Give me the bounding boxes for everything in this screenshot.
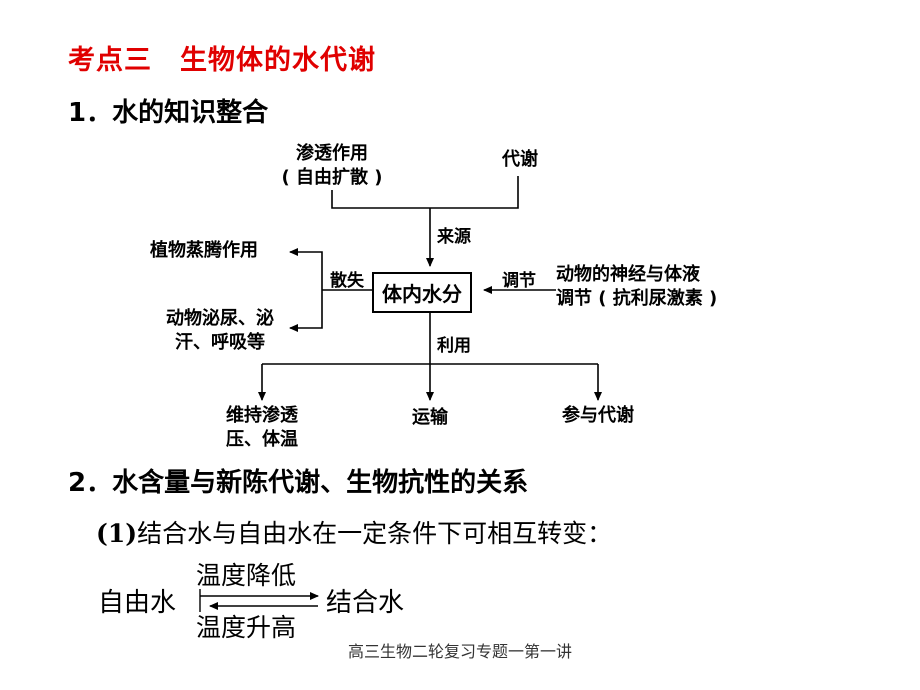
label-source: 来源 (437, 227, 471, 247)
node-osmosis-line1: 渗透作用 (296, 143, 368, 164)
node-osmosis-line2: ( 自由扩散 ) (281, 167, 383, 188)
node-maintain-osmotic-line1: 维持渗透 (226, 405, 298, 426)
node-regulation: 动物的神经与体液 调节 ( 抗利尿激素 ) (556, 263, 717, 311)
subsection-1: (1)结合水与自由水在一定条件下可相互转变： (96, 514, 612, 550)
node-animal-excretion-line1: 动物泌尿、泌 (166, 308, 274, 329)
center-box-body-water: 体内水分 (372, 272, 472, 313)
node-participate-metabolism: 参与代谢 (562, 405, 634, 426)
node-maintain-osmotic: 维持渗透 压、体温 (212, 404, 312, 452)
node-osmosis: 渗透作用 ( 自由扩散 ) (272, 142, 392, 190)
node-metabolism: 代谢 (502, 149, 538, 170)
node-transpiration: 植物蒸腾作用 (150, 240, 258, 261)
connector-source-a (331, 190, 430, 209)
equation-bottom-condition: 温度升高 (196, 613, 297, 642)
node-maintain-osmotic-line2: 压、体温 (226, 429, 298, 450)
node-transport: 运输 (412, 407, 448, 428)
connector-loss-b (289, 290, 323, 332)
label-regulate: 调节 (502, 271, 536, 291)
page-title: 考点三 生物体的水代谢 (68, 45, 376, 76)
node-regulation-line2: 调节 ( 抗利尿激素 ) (556, 288, 718, 309)
footer-caption: 高三生物二轮复习专题一第一讲 (347, 642, 572, 661)
section-heading-2: 2．水含量与新陈代谢、生物抗性的关系 (68, 468, 529, 498)
label-use: 利用 (437, 336, 471, 356)
label-loss: 散失 (330, 271, 364, 291)
equation-left: 自由水 (98, 588, 177, 618)
node-animal-excretion-line2: 汗、呼吸等 (175, 332, 265, 353)
equation-right: 结合水 (326, 588, 405, 618)
subsection-1-number: (1) (96, 519, 138, 548)
connector-loss-a (289, 248, 323, 290)
node-animal-excretion: 动物泌尿、泌 汗、呼吸等 (150, 307, 290, 355)
section-heading-1: 1．水的知识整合 (68, 98, 269, 128)
subsection-1-text: 结合水与自由水在一定条件下可相互转变： (137, 519, 613, 548)
node-regulation-line1: 动物的神经与体液 (556, 264, 700, 285)
equation-top-condition: 温度降低 (196, 561, 297, 590)
connector-source-b (430, 176, 519, 209)
